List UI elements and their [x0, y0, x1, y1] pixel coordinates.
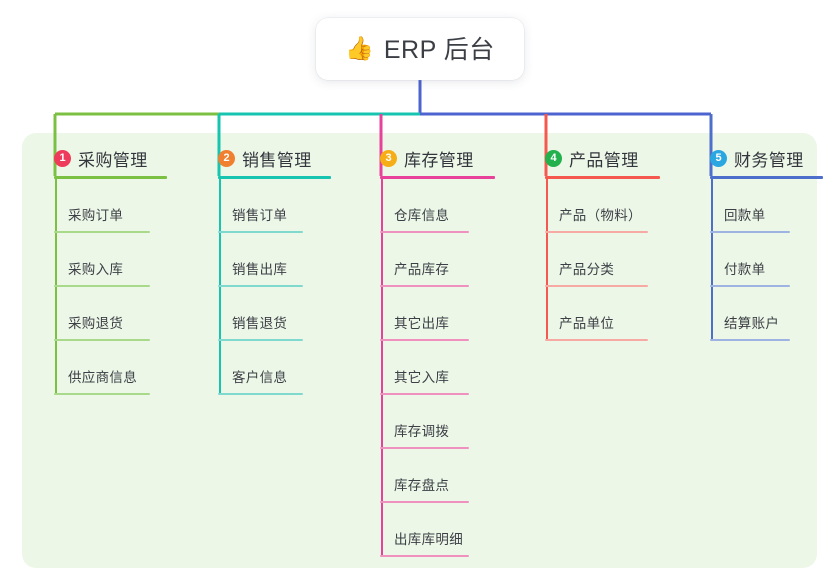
branch-item[interactable]: 销售退货	[200, 287, 331, 341]
branch-item[interactable]: 产品（物料）	[527, 179, 660, 233]
root-node-content: 👍 ERP 后台	[345, 30, 495, 66]
branch-item[interactable]: 客户信息	[200, 341, 331, 395]
branch-items-1: 采购订单采购入库采购退货供应商信息	[36, 179, 167, 395]
branch-item-rule	[545, 339, 648, 341]
branch-item-label: 销售订单	[232, 208, 288, 223]
branch-item-label: 销售出库	[232, 262, 288, 277]
branch-item[interactable]: 库存盘点	[362, 449, 495, 503]
branch-column-5: 5 财务管理回款单付款单结算账户	[692, 146, 823, 341]
branch-item-label: 客户信息	[232, 370, 288, 385]
branch-item-label: 产品分类	[559, 262, 615, 277]
branch-badge-4: 4	[545, 149, 562, 167]
branch-item-rule	[380, 447, 469, 449]
branch-item[interactable]: 其它出库	[362, 287, 495, 341]
branch-item[interactable]: 销售订单	[200, 179, 331, 233]
branch-title-4: 产品管理	[569, 150, 639, 170]
branch-item-rule	[380, 393, 469, 395]
branch-item-label: 产品单位	[559, 316, 615, 331]
branch-item-rule	[54, 339, 150, 341]
branch-item[interactable]: 采购退货	[36, 287, 167, 341]
branch-header-4[interactable]: 4 产品管理	[527, 146, 660, 170]
branch-column-4: 4 产品管理产品（物料） 产品分类产品单位	[527, 146, 660, 341]
branch-badge-2: 2	[218, 149, 235, 167]
branch-item-label: 产品库存	[394, 262, 450, 277]
branch-rule-1	[54, 176, 167, 179]
branch-item[interactable]: 付款单	[692, 233, 823, 287]
branch-item[interactable]: 销售出库	[200, 233, 331, 287]
branch-item-rule	[380, 501, 469, 503]
branch-item[interactable]: 库存调拨	[362, 395, 495, 449]
branch-item[interactable]: 产品分类	[527, 233, 660, 287]
branch-item[interactable]: 采购入库	[36, 233, 167, 287]
branch-item-label: 付款单	[724, 262, 766, 277]
branch-items-4: 产品（物料） 产品分类产品单位	[527, 179, 660, 341]
root-node[interactable]: 👍 ERP 后台	[316, 18, 524, 80]
branch-item[interactable]: 回款单	[692, 179, 823, 233]
branch-item[interactable]: 其它入库	[362, 341, 495, 395]
branch-item-rule	[380, 285, 469, 287]
branch-title-5: 财务管理	[734, 150, 804, 170]
branch-rule-2	[218, 176, 331, 179]
branch-item[interactable]: 出库库明细	[362, 503, 495, 557]
branch-column-3: 3 库存管理仓库信息产品库存其它出库其它入库库存调拨库存盘点出库库明细	[362, 146, 495, 557]
branch-item-rule	[218, 231, 303, 233]
branch-item[interactable]: 产品库存	[362, 233, 495, 287]
branch-item-label: 采购入库	[68, 262, 124, 277]
branch-item-label: 出库库明细	[394, 532, 463, 547]
diagram-panel	[22, 133, 817, 568]
branch-item-label: 库存调拨	[394, 424, 450, 439]
branch-badge-5: 5	[710, 149, 727, 167]
branch-item-rule	[54, 231, 150, 233]
branch-item-rule	[380, 555, 469, 557]
branch-item-rule	[54, 393, 150, 395]
branch-title-3: 库存管理	[404, 150, 474, 170]
branch-item-label: 供应商信息	[68, 370, 137, 385]
branch-header-5[interactable]: 5 财务管理	[692, 146, 823, 170]
branch-header-2[interactable]: 2 销售管理	[200, 146, 331, 170]
branch-header-3[interactable]: 3 库存管理	[362, 146, 495, 170]
branch-badge-1: 1	[54, 149, 71, 167]
branch-item-label: 销售退货	[232, 316, 288, 331]
branch-item-rule	[710, 339, 790, 341]
branch-item-label: 仓库信息	[394, 208, 450, 223]
branch-header-1[interactable]: 1 采购管理	[36, 146, 167, 170]
branch-item-label: 回款单	[724, 208, 766, 223]
branch-rule-3	[380, 176, 495, 179]
branch-item-label: 采购退货	[68, 316, 124, 331]
branch-items-3: 仓库信息产品库存其它出库其它入库库存调拨库存盘点出库库明细	[362, 179, 495, 557]
branch-column-1: 1 采购管理采购订单采购入库采购退货供应商信息	[36, 146, 167, 395]
branch-item-label: 库存盘点	[394, 478, 450, 493]
branch-item-rule	[545, 285, 648, 287]
branch-item-rule	[710, 231, 790, 233]
root-node-label: ERP 后台	[383, 36, 495, 64]
branch-rule-4	[545, 176, 660, 179]
branch-item-label: 其它入库	[394, 370, 450, 385]
branch-item-rule	[380, 231, 469, 233]
branch-items-2: 销售订单销售出库销售退货客户信息	[200, 179, 331, 395]
branch-item[interactable]: 产品单位	[527, 287, 660, 341]
branch-item[interactable]: 仓库信息	[362, 179, 495, 233]
branch-item[interactable]: 结算账户	[692, 287, 823, 341]
thumbs-up-icon: 👍	[345, 34, 374, 61]
branch-item-rule	[218, 339, 303, 341]
branch-item-rule	[380, 339, 469, 341]
branch-item[interactable]: 采购订单	[36, 179, 167, 233]
branch-title-2: 销售管理	[242, 150, 312, 170]
branch-title-1: 采购管理	[78, 150, 148, 170]
branch-item-label: 采购订单	[68, 208, 124, 223]
branch-rule-5	[710, 176, 823, 179]
branch-item-rule	[710, 285, 790, 287]
branch-items-5: 回款单付款单结算账户	[692, 179, 823, 341]
branch-item-label: 产品（物料）	[559, 208, 642, 223]
branch-item-rule	[54, 285, 150, 287]
branch-item-label: 其它出库	[394, 316, 450, 331]
branch-badge-3: 3	[380, 149, 397, 167]
branch-item-rule	[218, 285, 303, 287]
branch-column-2: 2 销售管理销售订单销售出库销售退货客户信息	[200, 146, 331, 395]
branch-item-rule	[545, 231, 648, 233]
branch-item-rule	[218, 393, 303, 395]
branch-item-label: 结算账户	[724, 316, 780, 331]
branch-item[interactable]: 供应商信息	[36, 341, 167, 395]
